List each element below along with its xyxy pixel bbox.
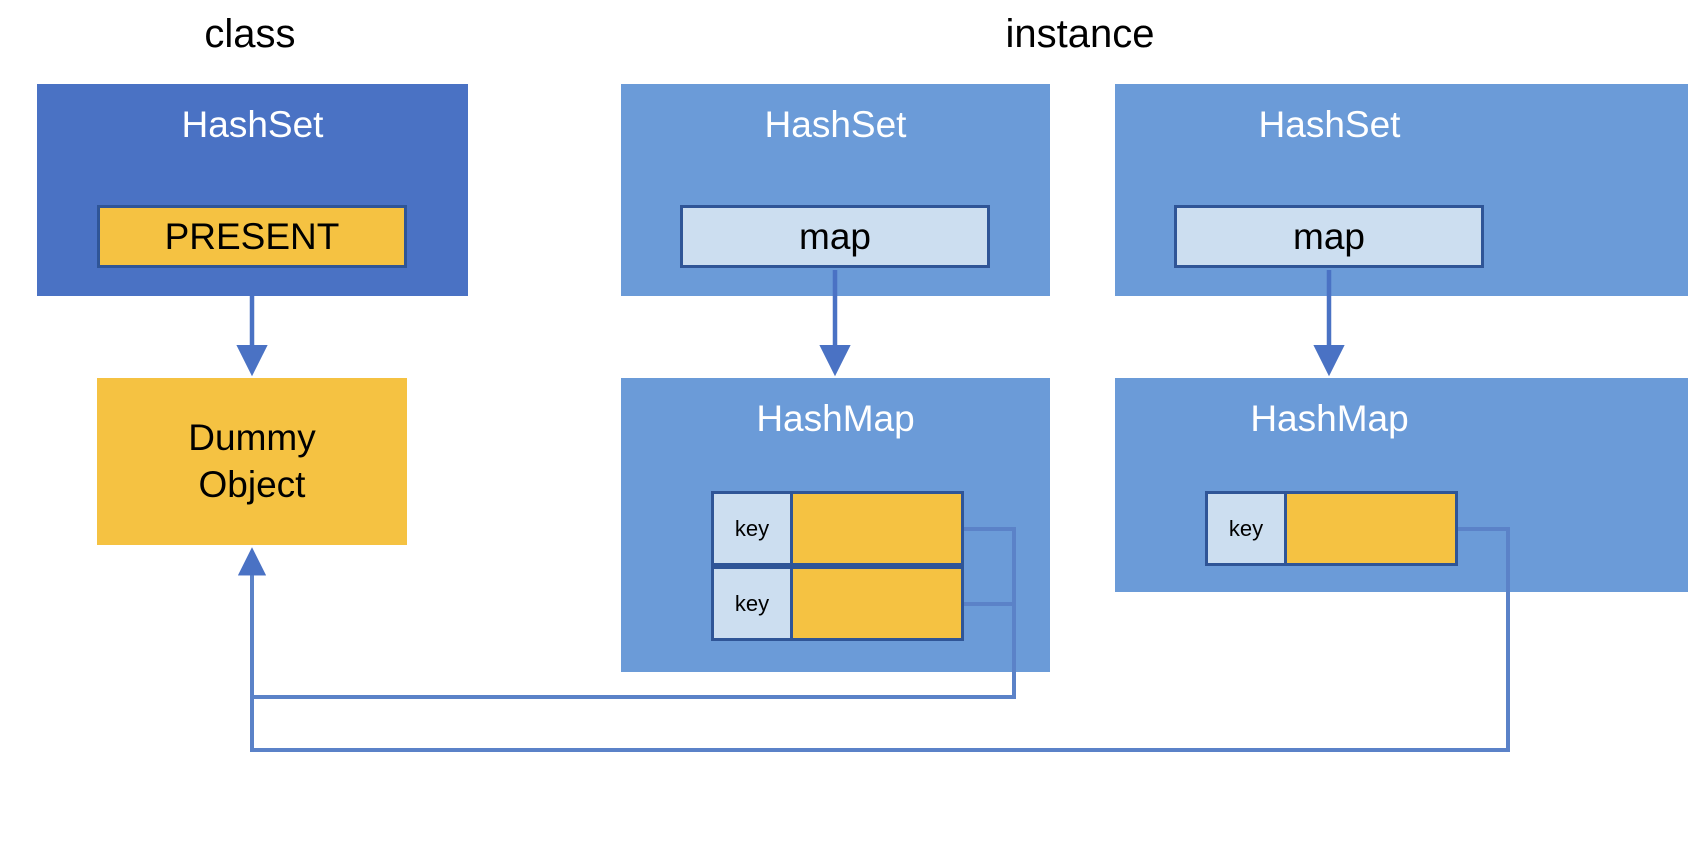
dummy-object-line-1: Dummy <box>188 417 316 459</box>
class-hashset-title: HashSet <box>181 104 324 145</box>
column-title-instance: instance <box>1005 12 1155 56</box>
instance-1-entry-row-2[interactable]: key <box>711 566 964 641</box>
instance-1-map-field[interactable]: map <box>680 205 990 268</box>
column-title-class: class <box>204 12 296 56</box>
instance-1-entry-1-value <box>793 494 961 563</box>
instance-2-entry-1-key: key <box>1208 494 1287 563</box>
dummy-object[interactable]: Dummy Object <box>97 378 407 545</box>
instance-1-hashmap-title: HashMap <box>756 398 915 439</box>
instance-1-entry-row-1[interactable]: key <box>711 491 964 566</box>
dummy-object-line-2: Object <box>198 463 306 505</box>
instance-2-hashmap-title: HashMap <box>1250 398 1409 439</box>
instance-1-entry-2-key: key <box>714 569 793 638</box>
class-present-field[interactable]: PRESENT <box>97 205 407 268</box>
instance-2-map-field[interactable]: map <box>1174 205 1484 268</box>
instance-2-hashset-title: HashSet <box>1258 104 1401 145</box>
instance-1-hashset-title: HashSet <box>764 104 907 145</box>
instance-1-entry-2-value <box>793 569 961 638</box>
instance-1-entry-1-key: key <box>714 494 793 563</box>
instance-2-entry-1-value <box>1287 494 1455 563</box>
instance-2-entry-row-1[interactable]: key <box>1205 491 1458 566</box>
